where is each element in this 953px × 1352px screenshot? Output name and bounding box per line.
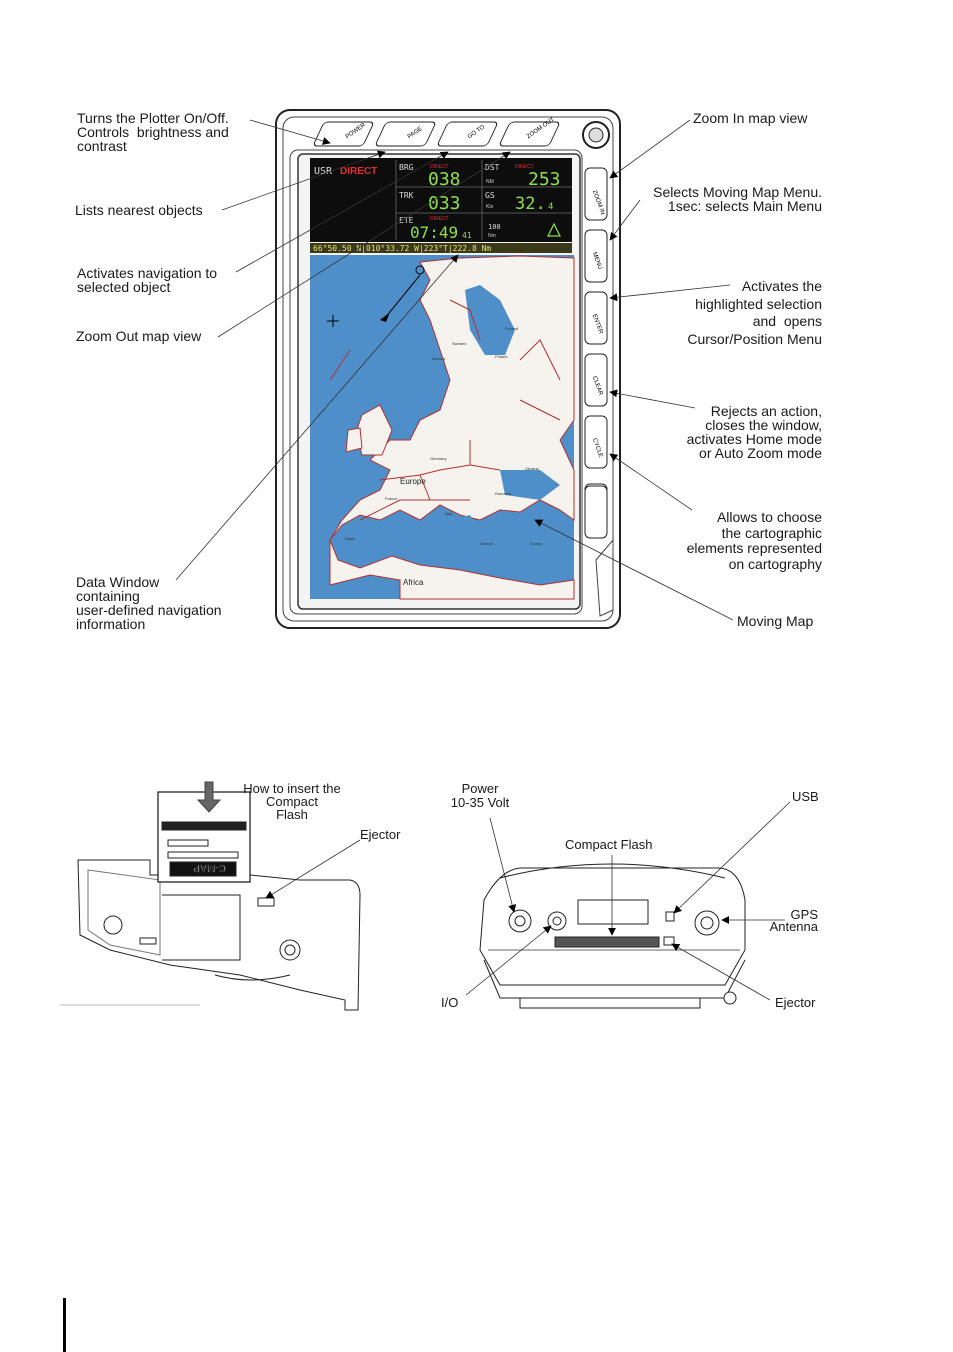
svg-text:Sweden: Sweden bbox=[452, 341, 466, 346]
gps-antenna-label: GPS Antenna bbox=[769, 907, 818, 934]
svg-text:Finland: Finland bbox=[505, 326, 518, 331]
compact-flash-label: Compact Flash bbox=[565, 837, 653, 852]
data-window bbox=[310, 158, 572, 242]
ejector-label-right: Ejector bbox=[775, 995, 816, 1010]
compact-flash-insert-drawing: C-MAP bbox=[60, 781, 361, 1011]
svg-text:Poland: Poland bbox=[495, 354, 507, 359]
svg-text:Italy: Italy bbox=[445, 511, 452, 516]
usb-label: USB bbox=[792, 789, 819, 804]
svg-text:033: 033 bbox=[428, 193, 461, 214]
svg-text:Norway: Norway bbox=[432, 356, 446, 361]
svg-text:038: 038 bbox=[428, 169, 461, 190]
page-margin-bar bbox=[63, 1298, 66, 1352]
callout-goto: Activates navigation to selected object bbox=[77, 265, 218, 295]
svg-text:Nm: Nm bbox=[488, 233, 496, 239]
svg-text:DST: DST bbox=[485, 163, 500, 172]
callout-nearest: Lists nearest objects bbox=[75, 202, 203, 218]
svg-text:100: 100 bbox=[488, 223, 501, 231]
callout-cycle: Allows to choose the cartographic elemen… bbox=[686, 509, 822, 572]
svg-text:Kts: Kts bbox=[486, 204, 494, 210]
svg-text:DIRECT: DIRECT bbox=[430, 216, 449, 222]
io-label: I/O bbox=[441, 995, 459, 1010]
svg-text:ETE: ETE bbox=[399, 216, 414, 225]
svg-text:4: 4 bbox=[548, 202, 553, 212]
svg-text:GS: GS bbox=[485, 191, 495, 200]
svg-text:Romania: Romania bbox=[495, 491, 512, 496]
svg-text:TRK: TRK bbox=[399, 191, 414, 200]
callout-moving-map: Moving Map bbox=[737, 613, 814, 629]
svg-text:253: 253 bbox=[528, 169, 561, 190]
svg-text:BRG: BRG bbox=[399, 163, 414, 172]
callout-menu: Selects Moving Map Menu. 1sec: selects M… bbox=[653, 184, 822, 214]
callout-zoom-in: Zoom In map view bbox=[693, 110, 808, 126]
moving-map: Europe Africa Sweden Norway Finland Pola… bbox=[310, 255, 575, 600]
svg-text:Ukraine: Ukraine bbox=[525, 466, 540, 471]
side-btn-1: MENU bbox=[591, 252, 603, 271]
callout-enter: Activates the highlighted selection and … bbox=[687, 278, 822, 347]
svg-text:DIRECT: DIRECT bbox=[515, 164, 534, 170]
svg-text:Europe: Europe bbox=[400, 477, 426, 486]
insert-cf-caption: How to insert the Compact Flash bbox=[243, 781, 341, 822]
callout-power: Turns the Plotter On/Off. Controls brigh… bbox=[77, 110, 229, 154]
connectors-drawing bbox=[479, 863, 746, 1009]
callout-clear: Rejects an action, closes the window, ac… bbox=[686, 403, 822, 461]
power-label: Power 10-35 Volt bbox=[450, 781, 510, 810]
status-bar bbox=[310, 243, 572, 253]
ejector-label-left: Ejector bbox=[360, 827, 401, 842]
svg-text:NM: NM bbox=[486, 179, 494, 185]
svg-text:France: France bbox=[385, 496, 398, 501]
callout-data-window: Data Window containing user-defined navi… bbox=[76, 574, 222, 632]
svg-text:Spain: Spain bbox=[345, 536, 355, 541]
callout-zoom-out: Zoom Out map view bbox=[76, 328, 202, 344]
svg-text:Turkey: Turkey bbox=[530, 541, 542, 546]
svg-text:USR: USR bbox=[314, 166, 333, 177]
svg-text:66°50.50 N|010°33.72 W|223°T|2: 66°50.50 N|010°33.72 W|223°T|222.8 Nm bbox=[313, 244, 491, 253]
svg-text:C-MAP: C-MAP bbox=[193, 862, 226, 873]
svg-text:Germany: Germany bbox=[430, 456, 446, 461]
svg-text:DIRECT: DIRECT bbox=[430, 164, 449, 170]
svg-text:41: 41 bbox=[462, 231, 472, 240]
svg-text:07:49: 07:49 bbox=[410, 223, 458, 242]
svg-text:Greece: Greece bbox=[480, 541, 494, 546]
svg-text:Africa: Africa bbox=[403, 578, 424, 587]
svg-text:32.: 32. bbox=[515, 194, 546, 214]
svg-text:DIRECT: DIRECT bbox=[340, 166, 377, 177]
